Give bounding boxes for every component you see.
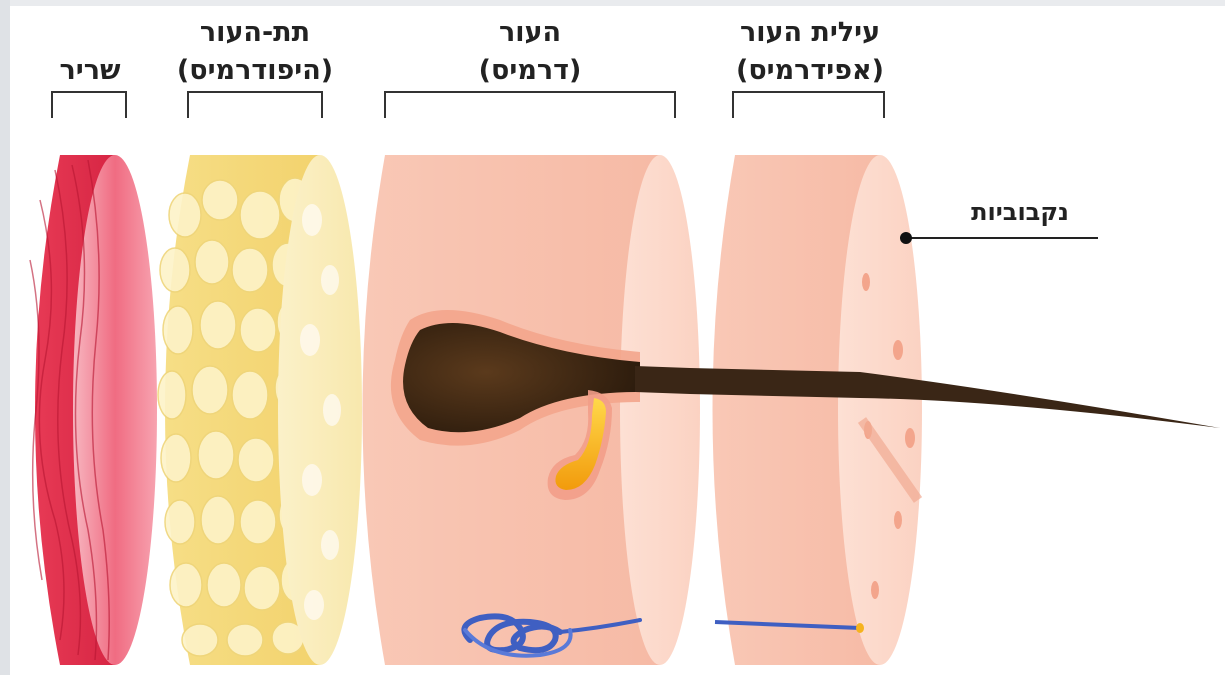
muscle-label-line1: שריר <box>40 52 140 90</box>
epidermis-label-line2: (אפידרמיס) <box>710 52 910 90</box>
fat-layer <box>158 155 362 665</box>
muscle-label: שריר <box>40 52 140 90</box>
hypodermis-label-line2: (היפודרמיס) <box>160 52 350 90</box>
dermis-layer <box>363 155 701 665</box>
dermis-label-line2: (דרמיס) <box>430 52 630 90</box>
epidermis-label: עילית העור (אפידרמיס) <box>710 14 910 90</box>
hypodermis-label-line1: תת-העור <box>160 14 350 52</box>
dermis-label: העור (דרמיס) <box>430 14 630 90</box>
pores-label: נקבוביות <box>950 198 1090 226</box>
hypodermis-label: תת-העור (היפודרמיס) <box>160 14 350 90</box>
dermis-label-line1: העור <box>430 14 630 52</box>
epidermis-label-line1: עילית העור <box>710 14 910 52</box>
pointer-dot-icon <box>900 232 1098 244</box>
layer-bracket-icons <box>52 92 884 118</box>
epidermis-layer <box>713 155 923 665</box>
muscle-layer <box>30 155 157 665</box>
